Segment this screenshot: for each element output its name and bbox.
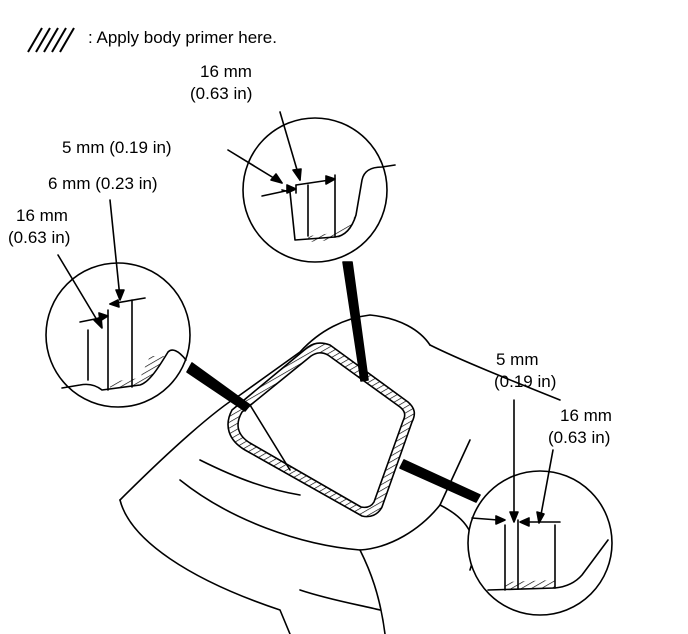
car-pillar-line	[439, 439, 471, 506]
car-fender-line	[359, 549, 386, 634]
leader-left	[186, 362, 251, 412]
top-width-label-2: (0.63 in)	[190, 84, 253, 103]
left-width-label-2: (0.63 in)	[8, 228, 71, 247]
right-width-label-2: (0.63 in)	[548, 428, 611, 447]
leader-top	[342, 261, 369, 382]
leader-right	[399, 459, 481, 503]
car-hood	[119, 314, 431, 501]
car-inner-line	[199, 459, 301, 496]
leader-left-tail	[249, 404, 291, 471]
left-offset-label: 6 mm (0.23 in)	[48, 174, 158, 193]
left-primer-zone	[110, 356, 164, 388]
left-width-label-1: 16 mm	[16, 206, 68, 225]
left-arrow-16	[57, 254, 101, 326]
car-lower-line	[299, 589, 381, 611]
top-arrow-16	[279, 111, 301, 181]
left-panel-profile	[61, 349, 187, 391]
top-offset-label: 5 mm (0.19 in)	[62, 138, 172, 157]
legend-text: : Apply body primer here.	[88, 28, 277, 47]
detail-circle-right	[467, 470, 613, 616]
right-width-label-1: 16 mm	[560, 406, 612, 425]
right-offset-label-2: (0.19 in)	[494, 372, 557, 391]
windshield-band	[228, 342, 415, 517]
right-offset-label-1: 5 mm	[496, 350, 539, 369]
car-front-edge	[119, 499, 291, 634]
car-roof-edge	[429, 344, 561, 401]
top-width-label-1: 16 mm	[200, 62, 252, 81]
right-arrow-16	[539, 449, 554, 521]
left-arrow-6	[109, 199, 121, 299]
car-hood-line	[179, 479, 441, 551]
top-primer-zone	[308, 215, 356, 242]
hatch-icon	[27, 27, 75, 53]
